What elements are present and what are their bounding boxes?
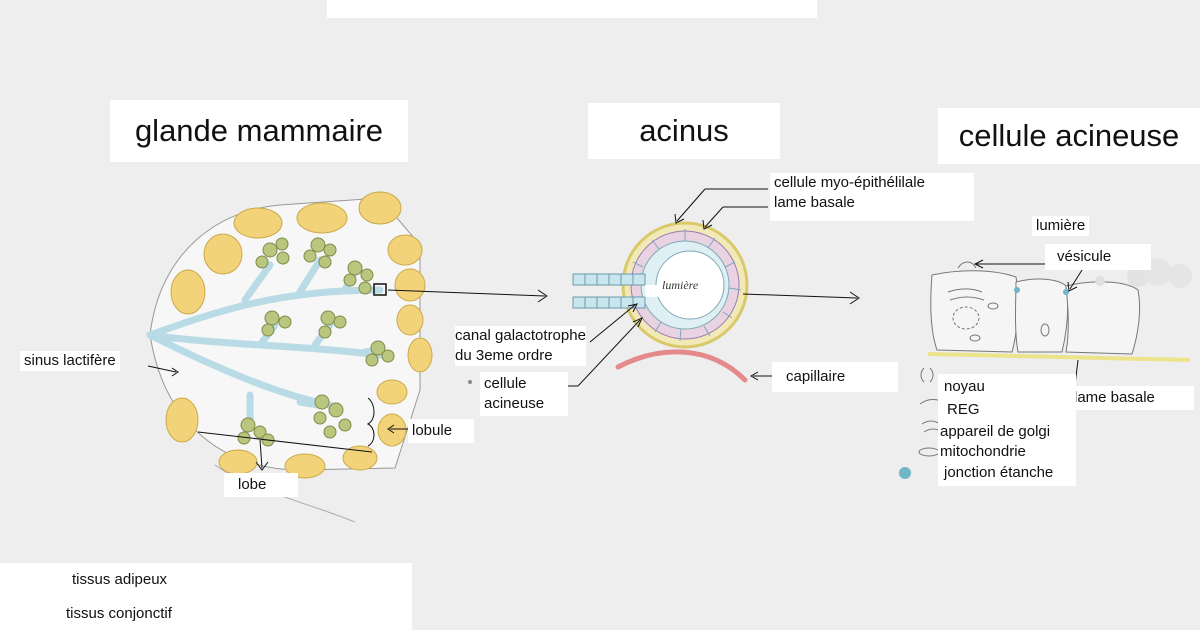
title-cellule-acineuse: cellule acineuse <box>938 108 1200 164</box>
title-glande-mammaire: glande mammaire <box>110 100 408 162</box>
cell-legend-box: noyau REG appareil de golgi mitochondrie… <box>938 374 1076 486</box>
label-cellule-acineuse: cellule acineuse <box>480 372 568 416</box>
label-lobe: lobe <box>224 473 298 497</box>
label-cellule-line-1: cellule <box>484 375 527 392</box>
label-vesicule: vésicule <box>1045 244 1151 270</box>
cell-legend-noyau: noyau <box>944 378 985 395</box>
label-lame-basale-cell: lame basale <box>1070 386 1194 410</box>
acinar-cell-drawing <box>899 258 1192 479</box>
legend-tissus-adipeux: tissus adipeux <box>72 571 168 588</box>
label-canal-line-2: du 3eme ordre <box>455 347 553 364</box>
label-canal-galactotrophe: canal galactotrophe du 3eme ordre <box>455 326 586 366</box>
cell-legend-golgi: appareil de golgi <box>940 423 1051 440</box>
legend-box: tissus adipeux tissus conjonctif <box>0 563 412 630</box>
label-canal-line-1: canal galactotrophe <box>455 327 586 344</box>
cell-legend-reg: REG <box>947 401 980 418</box>
lumen-handwritten-label: lumière <box>662 278 699 292</box>
cell-legend-mitochondrie: mitochondrie <box>940 443 1026 460</box>
label-cellule-myo-epitheliale: cellule myo-épithélilale <box>770 173 974 193</box>
top-banner <box>327 0 817 18</box>
label-lobule: lobule <box>408 419 474 443</box>
label-cellule-line-2: acineuse <box>484 395 545 412</box>
label-lame-basale-acinus: lame basale <box>770 193 974 221</box>
label-sinus-lactifere: sinus lactifère <box>20 351 120 371</box>
label-lumiere: lumière <box>1032 216 1090 236</box>
legend-tissus-conjonctif: tissus conjonctif <box>66 605 172 622</box>
title-acinus: acinus <box>588 103 780 159</box>
label-capillaire: capillaire <box>772 362 898 392</box>
acinus-drawing: lumière <box>468 188 860 387</box>
cell-legend-jonction: jonction étanche <box>944 464 1054 481</box>
